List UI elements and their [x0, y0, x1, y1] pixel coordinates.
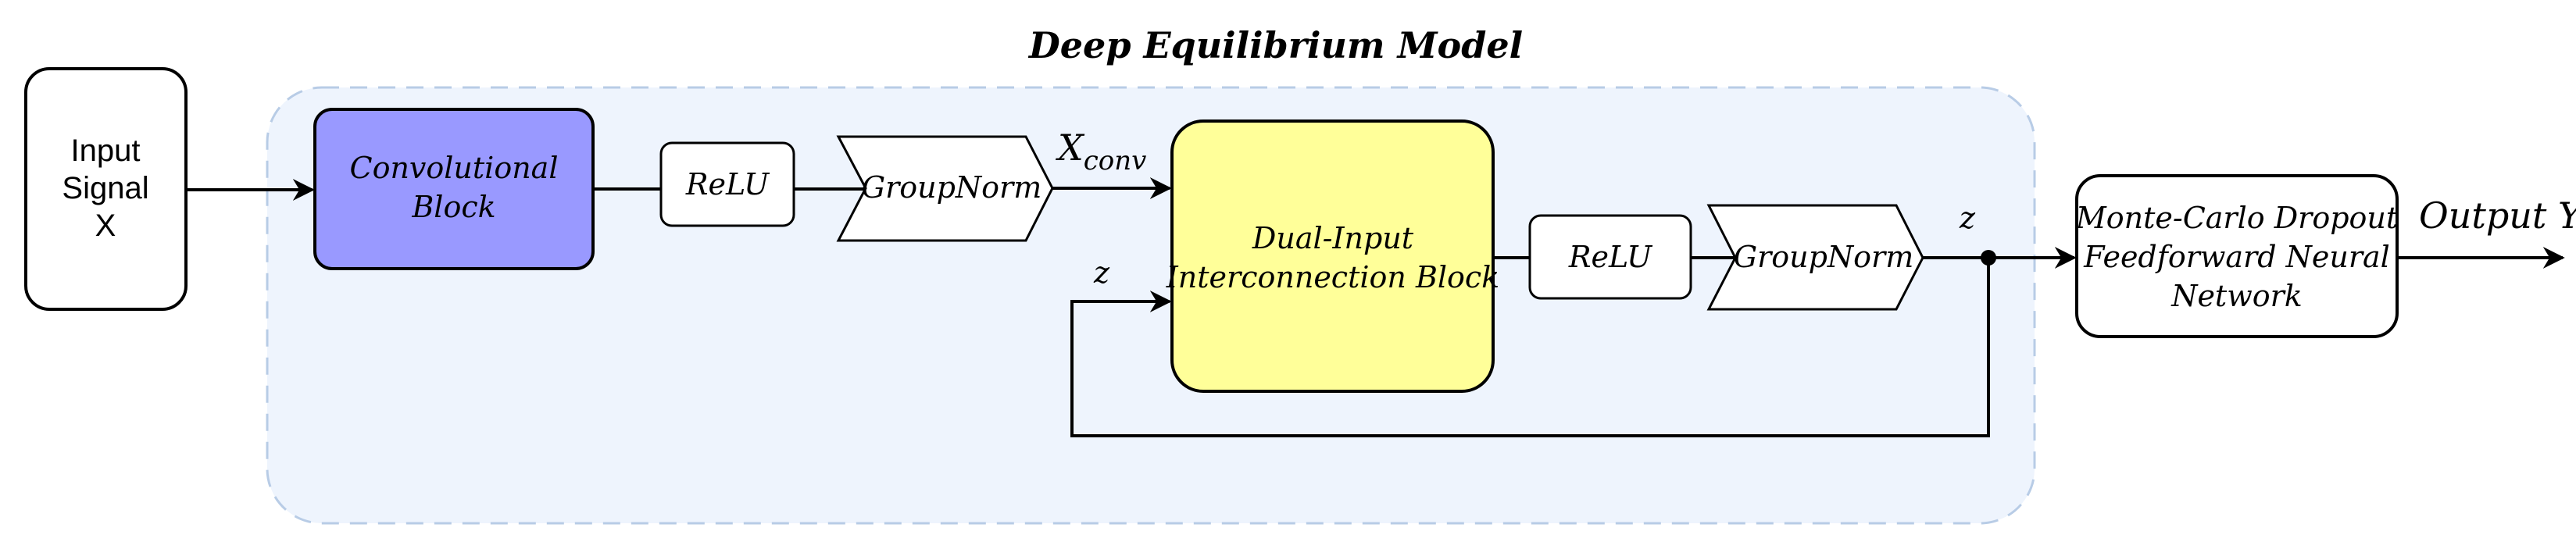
mc-label-line2: Feedforward Neural: [2083, 240, 2390, 274]
input-label-line2: Signal: [62, 171, 148, 205]
conv-label-line1: Convolutional: [350, 151, 559, 185]
groupnorm-1-label: GroupNorm: [862, 170, 1042, 205]
dual-label-line1: Dual-Input: [1252, 221, 1414, 255]
diagram-title: Deep Equilibrium Model: [1027, 24, 1523, 66]
input-label-line3: X: [95, 209, 116, 243]
mc-label-line3: Network: [2170, 279, 2303, 313]
relu-node-2: ReLU: [1528, 214, 1692, 300]
input-signal-node: Input Signal X: [24, 67, 188, 311]
xconv-label: Xconv: [1056, 127, 1146, 177]
mc-label-line1: Monte-Carlo Dropout: [2075, 201, 2399, 235]
output-label: Output Y: [2419, 194, 2576, 237]
convolutional-block-node: Convolutional Block: [313, 108, 595, 270]
junction-dot: [1981, 250, 1996, 266]
edge-feedback-loop: [1070, 258, 1990, 437]
monte-carlo-dropout-ffnn-node: Monte-Carlo Dropout Feedforward Neural N…: [2075, 174, 2399, 338]
dual-label-line2: Interconnection Block: [1166, 260, 1499, 294]
z-feedback-label: z: [1093, 255, 1110, 290]
groupnorm-2-label: GroupNorm: [1734, 240, 1914, 274]
xconv-subscript: conv: [1084, 145, 1147, 177]
relu-1-label: ReLU: [685, 167, 770, 201]
input-label-line1: Input: [71, 134, 141, 168]
groupnorm-node-1: GroupNorm: [836, 135, 1054, 242]
relu-node-1: ReLU: [659, 141, 795, 227]
relu-2-label: ReLU: [1568, 240, 1653, 274]
groupnorm-node-2: GroupNorm: [1706, 204, 1924, 311]
dual-input-interconnection-block-node: Dual-Input Interconnection Block: [1166, 119, 1499, 393]
conv-label-line2: Block: [411, 190, 495, 224]
z-output-label: z: [1959, 201, 1976, 235]
xconv-base: X: [1056, 127, 1085, 169]
